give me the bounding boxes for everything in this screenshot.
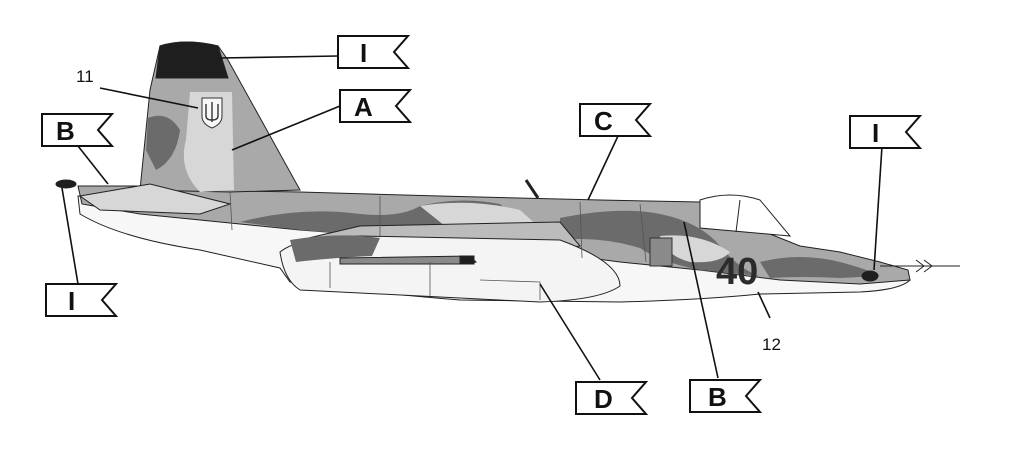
panel-lines: [229, 191, 647, 300]
nose-marking: [861, 270, 879, 282]
leader-cockpit-side: [683, 221, 719, 379]
trident-emblem-icon: [201, 97, 223, 129]
flag-tail-bottom-text: I: [68, 286, 75, 316]
leader-nose: [873, 145, 883, 271]
canopy-frame: [735, 199, 741, 233]
missile: [339, 255, 477, 265]
aircraft-side-view: 40: [55, 41, 960, 303]
flag-nose: I: [849, 115, 923, 149]
access-panel: [649, 237, 673, 267]
leader-tail-tip: [77, 145, 109, 185]
flag-spine-text: C: [594, 106, 613, 136]
dorsal-antenna: [524, 179, 540, 199]
flag-nose-text: I: [872, 118, 879, 148]
leader-emblem: [99, 87, 199, 109]
flag-belly-text: D: [594, 384, 613, 414]
leader-belly: [539, 283, 601, 381]
tail-tip-marking: [55, 179, 77, 189]
leader-fin: [231, 105, 341, 151]
missile-tip: [459, 255, 475, 265]
flag-spine: C: [579, 103, 653, 137]
leader-tail-bottom: [61, 187, 79, 285]
leader-tail-top: [219, 55, 339, 59]
fin-cap: [155, 41, 229, 79]
flag-tail-tip: B: [41, 113, 115, 147]
callout-emblem-number: 11: [76, 67, 94, 86]
flag-fin-text: A: [354, 92, 373, 122]
flag-fin: A: [339, 89, 413, 123]
camo-light-patch-2: [660, 235, 730, 263]
flag-labels: I A B C I I D B: [41, 35, 923, 415]
fin-dark-patch: [146, 115, 180, 170]
leader-bort: [757, 291, 771, 319]
bort-number: 40: [716, 251, 758, 293]
flag-tail-bottom: I: [45, 283, 119, 317]
horizontal-stabilizer: [78, 183, 232, 215]
flag-tail-top: I: [337, 35, 411, 69]
leader-spine: [587, 135, 619, 201]
flag-belly: D: [575, 381, 649, 415]
flag-tail-tip-text: B: [56, 116, 75, 146]
callout-lines: [61, 55, 883, 381]
camo-dark-nose-band: [760, 257, 880, 278]
canopy: [699, 194, 792, 237]
callout-bort-number: 12: [762, 335, 781, 354]
flag-cockpit-side-text: B: [708, 382, 727, 412]
nacelle-dark-stripe: [290, 235, 380, 262]
flag-tail-top-text: I: [360, 38, 367, 68]
pitot-vanes: [915, 259, 933, 273]
flag-cockpit-side: B: [689, 379, 763, 413]
